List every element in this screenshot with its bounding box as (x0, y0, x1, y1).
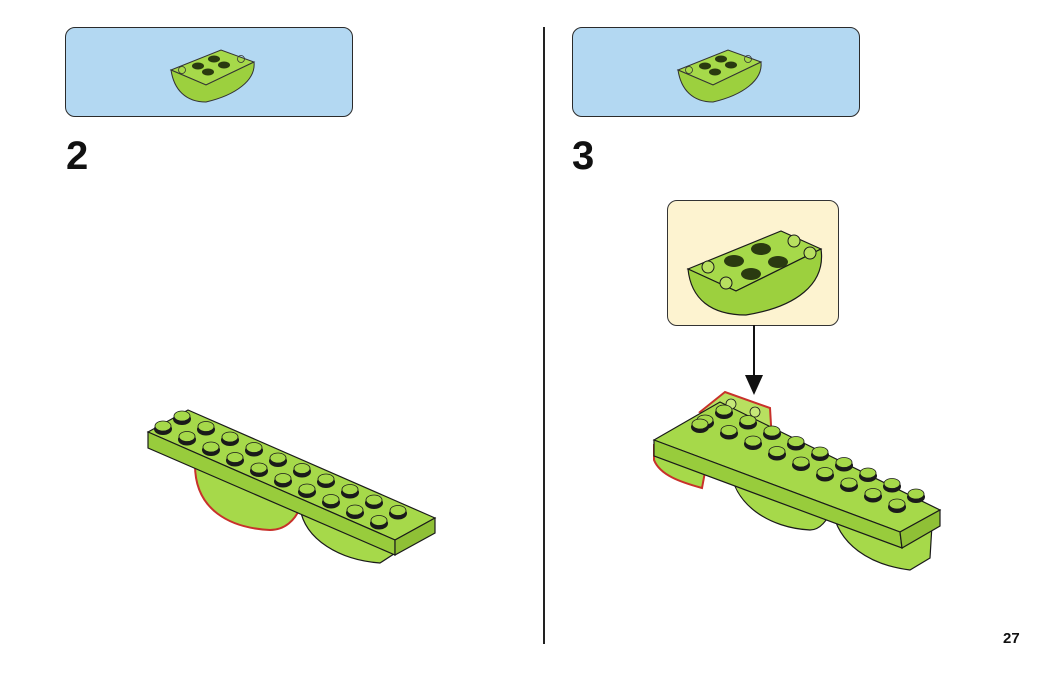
stud-top (864, 488, 882, 499)
stud-top (787, 436, 805, 447)
stud-top (715, 404, 733, 416)
stud-top (389, 505, 407, 516)
step-number: 2 (66, 134, 89, 178)
stud-top (763, 425, 781, 437)
stud-top (691, 418, 709, 430)
slope-brick-callout-icon (686, 230, 823, 316)
stud-top (226, 452, 244, 463)
step-3-parts-list (572, 27, 860, 117)
stud-top (293, 463, 311, 474)
stud-top (322, 494, 340, 505)
stud-top (859, 467, 877, 479)
stud-top (250, 462, 268, 474)
stud-top (840, 477, 858, 489)
step-3-model (652, 390, 942, 571)
stud-top (720, 425, 738, 436)
stud-top (245, 442, 263, 453)
stud-top (370, 515, 388, 526)
stud-top (178, 431, 196, 442)
page-number: 27 (1003, 630, 1020, 647)
stud-top (154, 420, 172, 432)
stud-top (221, 431, 239, 443)
step-2-parts-list (65, 27, 353, 117)
stud-top (888, 498, 906, 510)
stud-top (317, 473, 335, 485)
stud-top (907, 488, 925, 500)
stud-top (739, 415, 757, 426)
stud-top (768, 446, 786, 457)
stud-top (883, 478, 901, 489)
stud-top (835, 457, 853, 468)
brick-studs (154, 410, 407, 530)
placement-arrow (745, 325, 763, 395)
stud-top (744, 435, 762, 447)
stud-top (298, 483, 316, 495)
stud-top (341, 484, 359, 495)
down-arrow-icon (745, 375, 763, 395)
stud-top (197, 421, 215, 432)
step-divider (543, 27, 545, 644)
slope-brick-part-icon (676, 49, 763, 103)
stud-top (274, 473, 292, 484)
slope-brick-part-icon (169, 49, 256, 103)
stud-top (269, 452, 287, 464)
stud-top (792, 456, 810, 468)
step-3-callout (667, 200, 839, 326)
brick-studs (691, 404, 925, 513)
stud-top (202, 441, 220, 453)
step-number: 3 (572, 134, 595, 178)
stud-top (173, 410, 191, 422)
stud-top (365, 494, 383, 506)
stud-top (811, 446, 829, 458)
stud-top (346, 504, 364, 516)
stud-top (816, 467, 834, 478)
step-2-model (146, 409, 437, 564)
